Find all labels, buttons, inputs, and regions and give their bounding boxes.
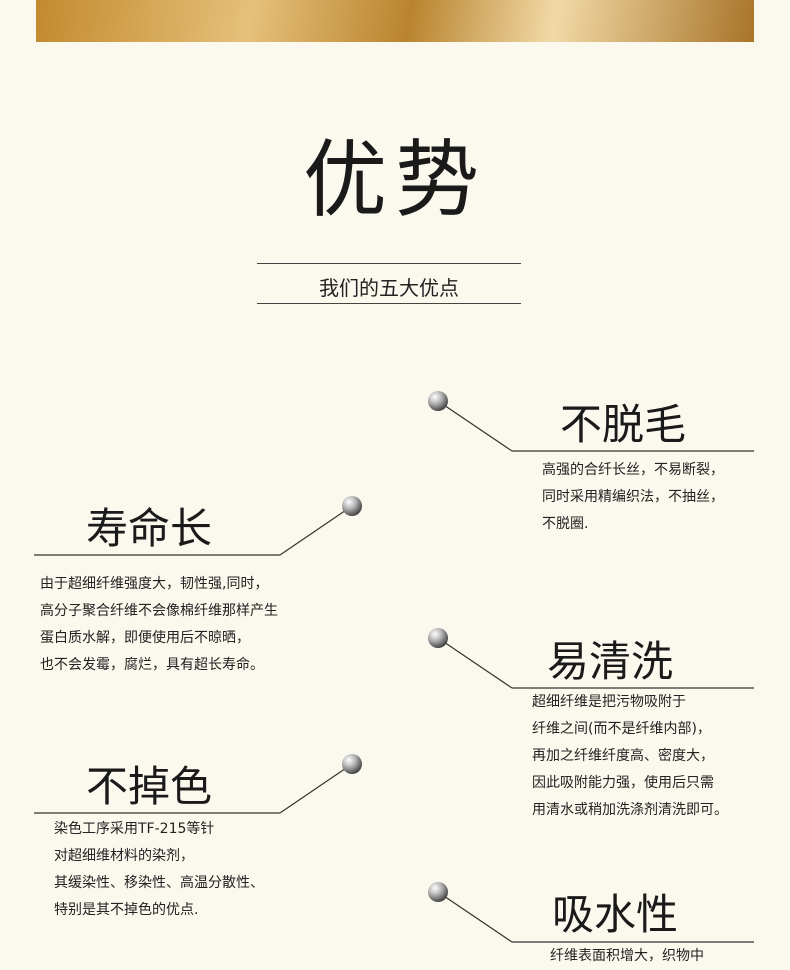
desc-line: 纤维表面积增大，织物中 [550, 948, 704, 964]
desc-line: 也不会发霉，腐烂，具有超长寿命。 [40, 657, 264, 673]
bullet-ball-colorfast [342, 754, 362, 774]
feature-desc-long-life: 由于超细纤维强度大，韧性强,同时， 高分子聚合纤维不会像棉纤维那样产生 蛋白质水… [40, 571, 278, 679]
desc-line: 对超细维材料的染剂， [54, 848, 194, 864]
subtitle-top-rule [257, 263, 521, 264]
desc-line: 高分子聚合纤维不会像棉纤维那样产生 [40, 603, 278, 619]
connector-colorfast-diag [279, 763, 353, 814]
desc-line: 用清水或稍加洗涤剂清洗即可。 [532, 802, 728, 818]
desc-line: 同时采用精编织法，不抽丝， [542, 489, 724, 505]
desc-line: 特别是其不掉色的优点. [54, 902, 199, 918]
bullet-ball-no-shedding [428, 391, 448, 411]
feature-desc-absorbent: 纤维表面积增大，织物中 [550, 943, 704, 970]
feature-title-absorbent: 吸水性 [552, 890, 679, 939]
feature-desc-no-shedding: 高强的合纤长丝，不易断裂， 同时采用精编织法，不抽丝， 不脱圈. [542, 457, 724, 538]
feature-title-colorfast: 不掉色 [86, 762, 213, 811]
top-gold-banner [36, 0, 754, 42]
feature-desc-easy-clean: 超细纤维是把污物吸附于 纤维之间(而不是纤维内部)， 再加之纤维纤度高、密度大，… [532, 689, 728, 824]
feature-title-easy-clean: 易清洗 [547, 637, 674, 686]
desc-line: 再加之纤维纤度高、密度大， [532, 748, 714, 764]
desc-line: 染色工序采用TF-215等针 [54, 821, 215, 837]
bullet-ball-easy-clean [428, 628, 448, 648]
desc-line: 不脱圈. [542, 516, 589, 532]
connector-absorbent-diag [437, 891, 513, 943]
desc-line: 蛋白质水解，即便使用后不晾晒， [40, 630, 250, 646]
page-title: 优势 [302, 131, 487, 229]
page-subtitle: 我们的五大优点 [319, 276, 459, 300]
desc-line: 纤维之间(而不是纤维内部)， [532, 721, 711, 737]
connector-no-shedding-diag [437, 400, 513, 452]
desc-line: 其缓染性、移染性、高温分散性、 [54, 875, 264, 891]
desc-line: 高强的合纤长丝，不易断裂， [542, 462, 724, 478]
connector-long-life-diag [279, 505, 353, 556]
connector-easy-clean-diag [437, 637, 513, 689]
desc-line: 超细纤维是把污物吸附于 [532, 694, 686, 710]
feature-desc-colorfast: 染色工序采用TF-215等针 对超细维材料的染剂， 其缓染性、移染性、高温分散性… [54, 816, 264, 924]
desc-line: 因此吸附能力强，使用后只需 [532, 775, 714, 791]
bullet-ball-long-life [342, 496, 362, 516]
feature-title-long-life: 寿命长 [86, 504, 213, 553]
bullet-ball-absorbent [428, 882, 448, 902]
feature-title-no-shedding: 不脱毛 [560, 400, 687, 449]
desc-line: 由于超细纤维强度大，韧性强,同时， [40, 576, 269, 592]
subtitle-bottom-rule [257, 303, 521, 304]
